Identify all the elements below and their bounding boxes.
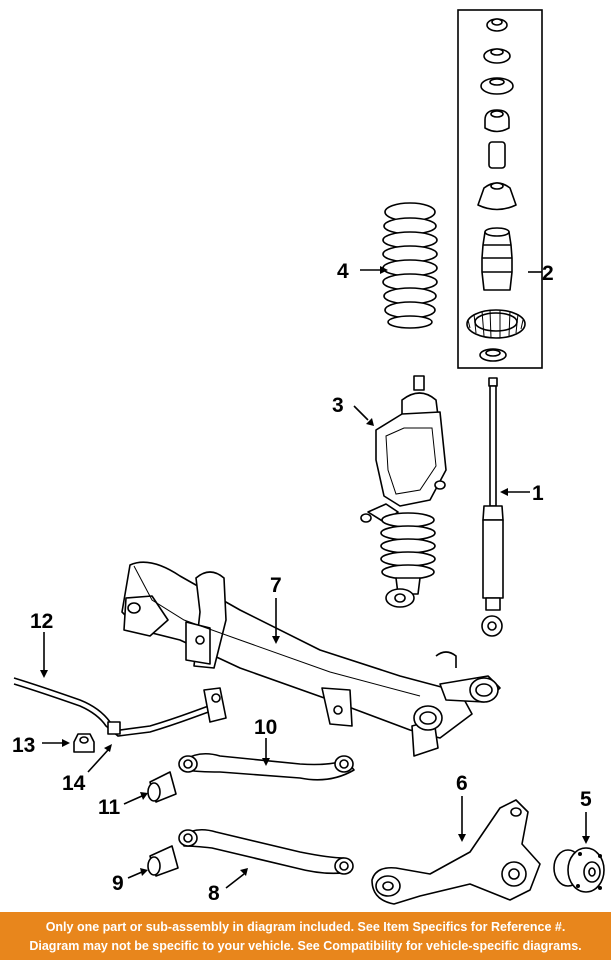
upper-control-arm	[178, 738, 355, 781]
callout-1: 1	[532, 482, 544, 505]
disclaimer-line-2: Diagram may not be specific to your vehi…	[29, 939, 582, 953]
callout-11: 11	[98, 796, 121, 819]
callout-14: 14	[62, 772, 86, 795]
lower-arm-bushing	[127, 845, 179, 879]
callout-9: 9	[112, 872, 124, 895]
strut-mount-kit	[457, 9, 543, 369]
shock-absorber	[481, 377, 530, 637]
rear-subframe	[121, 561, 501, 757]
disclaimer-line-1: Only one part or sub-assembly in diagram…	[45, 920, 566, 934]
rear-knuckle	[371, 796, 541, 905]
callout-6: 6	[456, 772, 468, 795]
stabilizer-bracket	[42, 733, 95, 753]
callout-labels: 1 2 3 4 5 6 7 8 9 10 11 12 13 14	[12, 260, 592, 905]
callout-12: 12	[30, 610, 53, 633]
callout-5: 5	[580, 788, 592, 811]
callout-2: 2	[542, 262, 554, 285]
callout-13: 13	[12, 734, 35, 757]
callout-4: 4	[337, 260, 349, 283]
wheel-hub	[553, 812, 605, 893]
callout-7: 7	[270, 574, 282, 597]
strut-assembly	[353, 375, 447, 608]
lower-control-arm	[178, 828, 354, 889]
callout-8: 8	[208, 882, 220, 905]
rear-suspension-diagram: 1 2 3 4 5 6 7 8 9 10 11 12 13 14	[12, 9, 605, 905]
coil-spring	[360, 202, 438, 329]
disclaimer-banner: Only one part or sub-assembly in diagram…	[0, 912, 611, 960]
control-arm-bushing	[123, 771, 177, 805]
callout-3: 3	[332, 394, 344, 417]
callout-10: 10	[254, 716, 277, 739]
stabilizer-bar	[13, 632, 227, 737]
stabilizer-bushing	[87, 744, 112, 773]
